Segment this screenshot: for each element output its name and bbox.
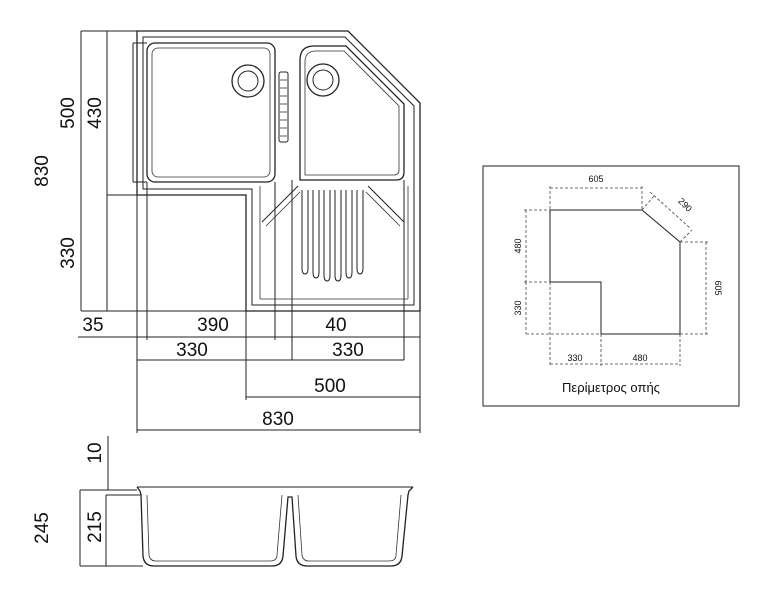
drainboard xyxy=(259,185,409,300)
section-inner xyxy=(146,494,402,562)
right-bowl-inner xyxy=(304,50,400,176)
dim-w-left-bowl: 390 xyxy=(197,315,229,336)
cutout-dim-bottom-left: 330 xyxy=(567,353,582,363)
plan-vertical-dimensions xyxy=(80,30,246,312)
dim-bowl-depth: 215 xyxy=(85,511,106,543)
cutout-dim-bottom-right: 480 xyxy=(632,353,647,363)
sink-inner-rim xyxy=(142,36,415,306)
cutout-caption: Περίμετρος οπής xyxy=(562,380,660,395)
dim-w-right-330: 330 xyxy=(332,340,364,361)
sink-outline xyxy=(136,30,421,312)
dim-total-depth: 245 xyxy=(32,512,53,544)
dim-w-500: 500 xyxy=(314,376,346,397)
left-bowl-inner xyxy=(151,47,271,178)
overflow-slots xyxy=(278,71,289,143)
section-outline xyxy=(136,486,414,567)
dim-w-left-330: 330 xyxy=(176,340,208,361)
dim-height-total: 830 xyxy=(32,155,53,187)
left-drain-icon xyxy=(231,64,265,98)
right-drain-inner xyxy=(312,69,334,91)
dim-rim: 10 xyxy=(85,442,106,463)
dim-w-gap: 40 xyxy=(325,315,346,336)
cutout-dim-left: 480 xyxy=(513,238,523,253)
right-bowl xyxy=(299,45,405,181)
cutout-frame xyxy=(482,165,740,407)
dim-w-830: 830 xyxy=(262,409,294,430)
cutout-panel: 605 290 480 605 330 330 480 Περίμετρος ο… xyxy=(482,165,740,407)
sink-plan-view: 830 500 430 330 35 390 40 330 330 500 83… xyxy=(32,30,421,433)
dim-w-left-margin: 35 xyxy=(82,315,103,336)
sink-section-view: 10 245 215 xyxy=(32,436,414,567)
plan-horizontal-dimensions xyxy=(78,180,421,433)
section-dimensions xyxy=(79,436,143,567)
cutout-dim-diagonal: 290 xyxy=(676,196,694,214)
cutout-dimension-lines xyxy=(524,186,708,366)
cutout-dim-right: 605 xyxy=(713,280,723,295)
dim-height-top: 500 xyxy=(58,97,79,129)
cutout-dim-lower-left: 330 xyxy=(513,300,523,315)
right-drain-icon xyxy=(306,63,340,97)
cutout-dim-top: 605 xyxy=(588,174,603,184)
dim-height-bowl: 430 xyxy=(85,97,106,129)
left-drain-inner xyxy=(237,70,259,92)
left-bowl xyxy=(146,42,276,183)
dim-height-bottom: 330 xyxy=(58,237,79,269)
drainboard-grooves xyxy=(301,190,364,282)
cutout-outline xyxy=(549,209,681,335)
